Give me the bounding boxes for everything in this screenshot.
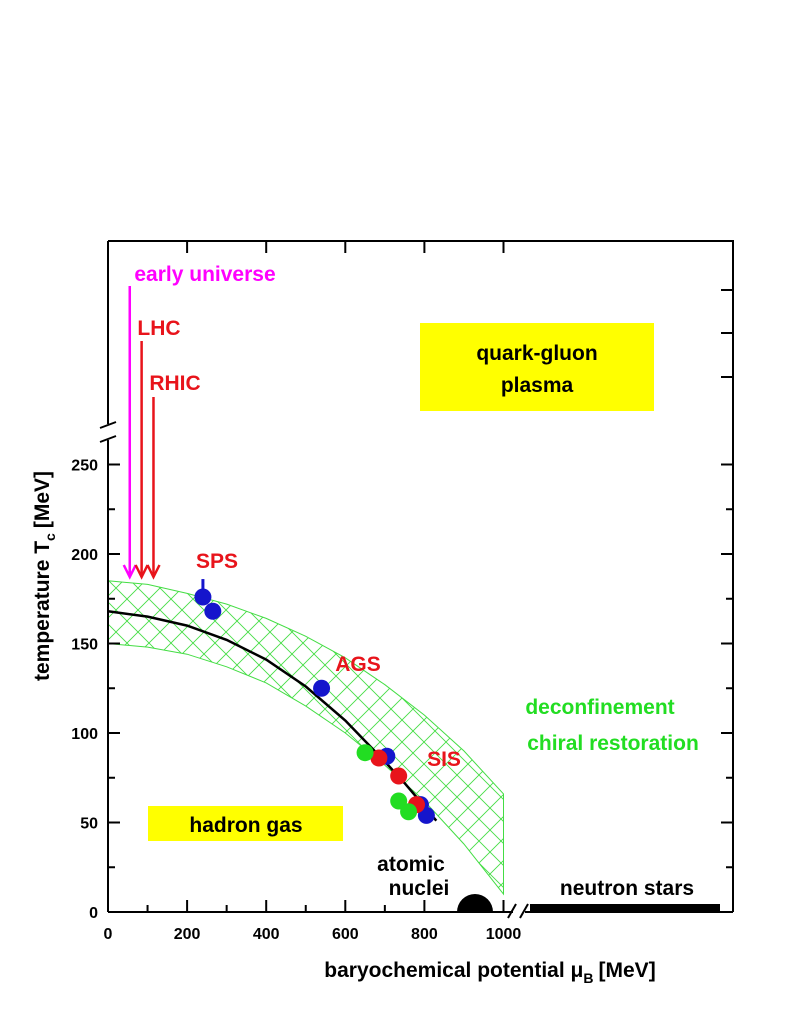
x-tick-label: 400 bbox=[253, 926, 280, 943]
y-tick-label: 250 bbox=[71, 458, 98, 475]
y-tick-label: 150 bbox=[71, 637, 98, 654]
y-tick-label: 0 bbox=[89, 905, 98, 922]
arrow-head bbox=[122, 564, 137, 580]
atomic-nuclei-marker bbox=[457, 894, 493, 912]
y-tick-label: 100 bbox=[71, 726, 98, 743]
arrow-label: LHC bbox=[137, 317, 180, 340]
hatch-line bbox=[642, 300, 790, 920]
neutron-stars-label: neutron stars bbox=[560, 877, 694, 900]
tick-labels: 0 200 400 600 800 1000 0 50 100 150 200 250 bbox=[71, 458, 521, 944]
sis-label: SIS bbox=[427, 748, 461, 771]
atomic-nuclei-label-line2: nuclei bbox=[389, 877, 450, 900]
x-axis-title: baryochemical potential μB [MeV] bbox=[324, 959, 655, 986]
hatch-line bbox=[0, 300, 30, 920]
blue-point bbox=[204, 602, 222, 620]
hadron-gas-box bbox=[148, 806, 343, 841]
x-tick-label: 1000 bbox=[486, 926, 522, 943]
transition-band bbox=[0, 300, 790, 920]
neutron-stars-bar bbox=[530, 904, 720, 912]
green-point bbox=[390, 792, 408, 810]
band-hatch bbox=[0, 300, 790, 920]
hatch-line bbox=[108, 580, 119, 895]
green-point bbox=[356, 744, 374, 762]
qgp-label-line1: quark-gluon bbox=[476, 342, 597, 365]
hatch-line bbox=[399, 580, 504, 895]
qgp-label-line2: plasma bbox=[501, 374, 574, 397]
arrow-label: early universe bbox=[134, 263, 275, 286]
hatch-line bbox=[377, 580, 504, 895]
hatch-line bbox=[0, 300, 8, 920]
axis-ticks bbox=[107, 241, 733, 913]
hatch-line bbox=[708, 300, 790, 920]
red-point bbox=[390, 767, 408, 785]
qgp-box bbox=[420, 323, 654, 411]
hatch-line bbox=[664, 300, 790, 920]
hatch-line bbox=[108, 580, 119, 895]
hatch-line bbox=[108, 580, 427, 895]
y-axis-title-text: temperature T bbox=[31, 541, 54, 681]
green-point bbox=[400, 803, 418, 821]
y-axis-title: temperature Tc [MeV] bbox=[31, 471, 58, 681]
hatch-line bbox=[108, 580, 504, 895]
y-tick-label: 200 bbox=[71, 547, 98, 564]
y-axis-title-unit: [MeV] bbox=[31, 471, 54, 528]
hatch-line bbox=[108, 580, 504, 895]
hatch-line bbox=[730, 300, 790, 920]
blue-point bbox=[194, 588, 212, 606]
hatch-line bbox=[752, 300, 790, 920]
x-axis-title-sub: B bbox=[583, 970, 593, 986]
data-points bbox=[194, 579, 435, 824]
hatch-line bbox=[642, 300, 790, 920]
hatch-line bbox=[664, 300, 790, 920]
hatch-line bbox=[752, 300, 790, 920]
hatch-line bbox=[708, 300, 790, 920]
hatch-line bbox=[686, 300, 790, 920]
x-tick-label: 800 bbox=[411, 926, 438, 943]
freezeout-curve bbox=[107, 610, 438, 822]
x-tick-label: 200 bbox=[174, 926, 201, 943]
x-axis-break bbox=[507, 903, 529, 919]
hatch-line bbox=[774, 300, 790, 920]
x-axis-title-unit: [MeV] bbox=[599, 959, 656, 982]
deconfinement-label: deconfinement bbox=[525, 696, 674, 719]
arrow-label: RHIC bbox=[149, 372, 200, 395]
blue-point bbox=[417, 806, 435, 824]
ags-label: AGS bbox=[335, 653, 381, 676]
hadron-gas-label: hadron gas bbox=[189, 814, 302, 837]
hatch-line bbox=[108, 580, 141, 895]
y-axis-title-sub: c bbox=[42, 533, 58, 541]
y-axis-break bbox=[99, 421, 117, 443]
hatch-line bbox=[0, 300, 8, 920]
x-axis-title-text: baryochemical potential μ bbox=[324, 959, 583, 982]
x-tick-label: 0 bbox=[104, 926, 113, 943]
hatch-line bbox=[108, 580, 471, 895]
arrow-head bbox=[134, 564, 149, 580]
hatch-line bbox=[108, 580, 449, 895]
x-tick-label: 600 bbox=[332, 926, 359, 943]
red-point bbox=[370, 749, 388, 767]
hatch-line bbox=[730, 300, 790, 920]
blue-point bbox=[313, 679, 331, 697]
sps-label: SPS bbox=[196, 550, 238, 573]
hatch-line bbox=[108, 580, 141, 895]
band-outline bbox=[107, 580, 504, 896]
hatch-line bbox=[774, 300, 790, 920]
chiral-restoration-label: chiral restoration bbox=[527, 732, 699, 755]
hatch-line bbox=[0, 300, 30, 920]
hatch-line bbox=[355, 580, 504, 895]
atomic-nuclei-label-line1: atomic bbox=[377, 853, 445, 876]
hatch-line bbox=[686, 300, 790, 920]
y-tick-label: 50 bbox=[80, 816, 98, 833]
hatch-line bbox=[108, 580, 493, 895]
arrow-head bbox=[146, 564, 161, 580]
